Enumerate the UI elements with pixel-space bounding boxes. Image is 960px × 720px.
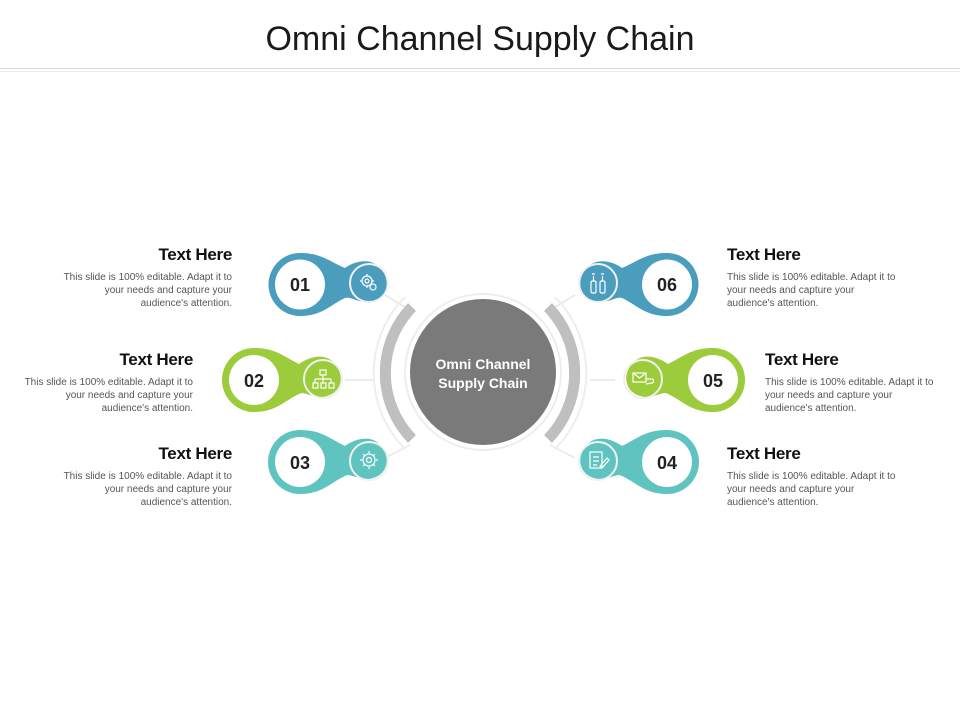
org-chart-icon — [312, 369, 335, 389]
checklist-icon — [589, 451, 610, 469]
left-thin-arc — [372, 296, 406, 450]
right-thin-arc — [554, 296, 588, 450]
bottles-icon — [590, 273, 606, 294]
text-block-05: Text Here This slide is 100% editable. A… — [765, 350, 935, 415]
node-05-number: 05 — [703, 371, 723, 391]
text-block-05-body: This slide is 100% editable. Adapt it to… — [765, 377, 934, 414]
node-05: 05 — [623, 348, 745, 412]
page-title: Omni Channel Supply Chain — [265, 20, 695, 58]
node-06: 06 — [578, 253, 699, 316]
center-label-line2: Supply Chain — [438, 375, 527, 391]
node-04: 04 — [578, 430, 699, 494]
node-02: 02 — [222, 348, 343, 412]
node-06-number: 06 — [657, 275, 677, 295]
text-block-04-heading: Text Here — [727, 444, 801, 463]
text-block-06: Text Here This slide is 100% editable. A… — [727, 245, 897, 310]
text-block-02-body: This slide is 100% editable. Adapt it to… — [24, 377, 193, 414]
node-03-number: 03 — [290, 453, 310, 473]
text-block-04-body: This slide is 100% editable. Adapt it to… — [727, 471, 896, 508]
title-divider-secondary — [0, 71, 960, 72]
gear-network-icon — [360, 274, 377, 291]
node-02-number: 02 — [244, 371, 264, 391]
text-block-01-body: This slide is 100% editable. Adapt it to… — [63, 272, 232, 309]
text-block-03-body: This slide is 100% editable. Adapt it to… — [63, 471, 232, 508]
text-block-05-heading: Text Here — [765, 350, 839, 369]
node-01-number: 01 — [290, 275, 310, 295]
node-03: 03 — [268, 430, 389, 494]
text-block-06-heading: Text Here — [727, 245, 801, 264]
text-block-03-heading: Text Here — [158, 444, 232, 463]
left-arc — [379, 303, 417, 443]
text-block-02: Text Here This slide is 100% editable. A… — [23, 350, 194, 415]
text-block-06-body: This slide is 100% editable. Adapt it to… — [727, 272, 896, 309]
gear-icon — [360, 451, 378, 469]
text-block-02-heading: Text Here — [119, 350, 193, 369]
right-arc — [543, 303, 581, 443]
center-circle — [410, 299, 556, 445]
text-block-04: Text Here This slide is 100% editable. A… — [727, 444, 897, 509]
text-block-01-heading: Text Here — [158, 245, 232, 264]
node-04-number: 04 — [657, 453, 677, 473]
text-block-01: Text Here This slide is 100% editable. A… — [62, 245, 233, 310]
title-divider — [0, 68, 960, 69]
mail-hand-icon — [632, 372, 655, 385]
text-block-03: Text Here This slide is 100% editable. A… — [62, 444, 233, 509]
node-01: 01 — [268, 253, 389, 316]
center-label-line1: Omni Channel — [436, 356, 531, 372]
hub-arcs — [372, 296, 588, 450]
center-hub: Omni Channel Supply Chain — [404, 293, 562, 451]
